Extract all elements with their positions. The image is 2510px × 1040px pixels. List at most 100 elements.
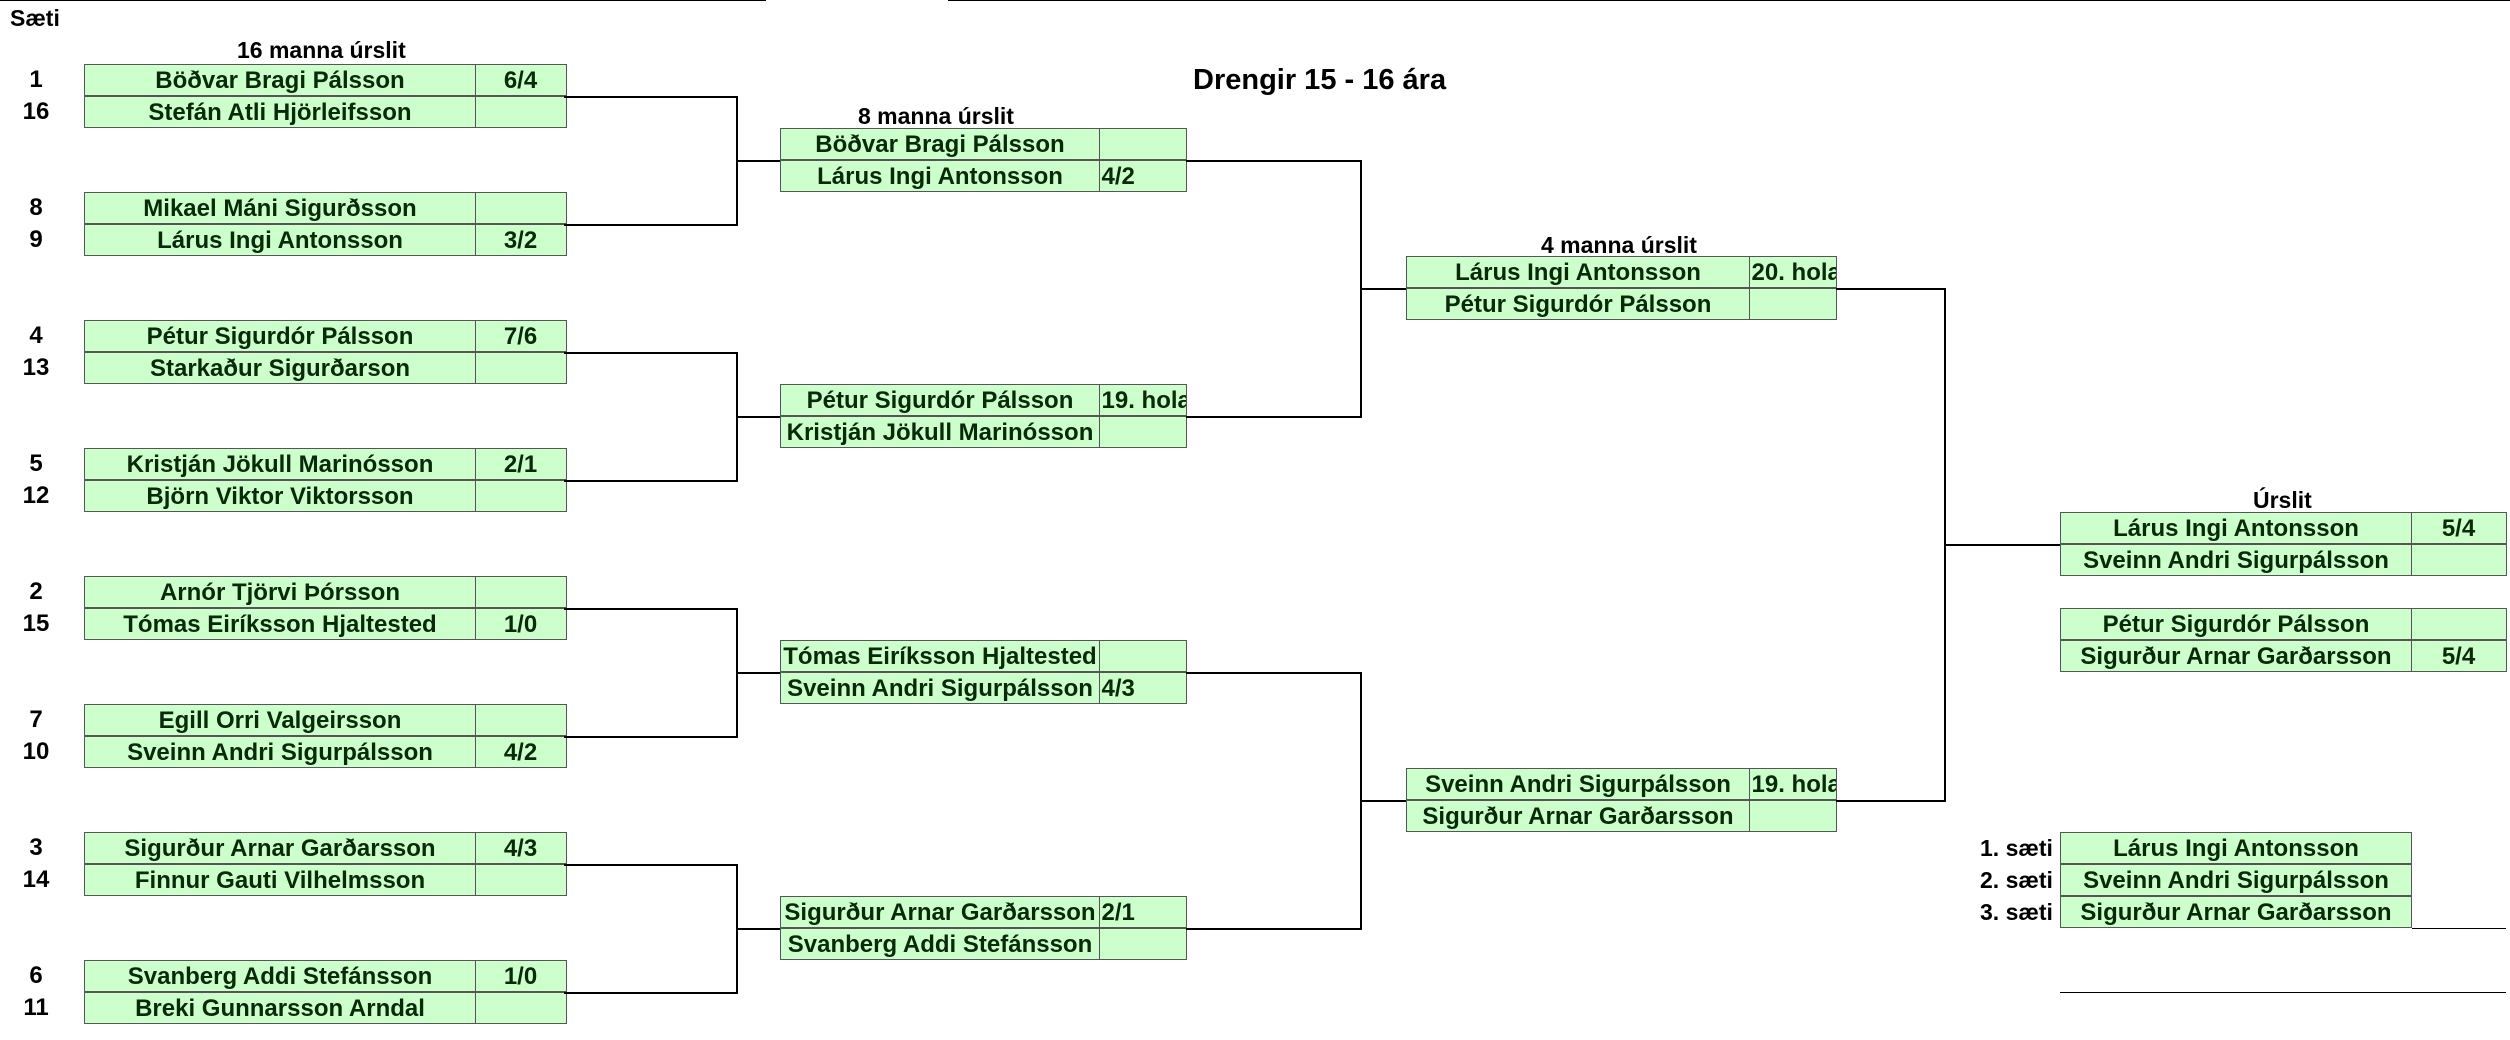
connector: [564, 96, 738, 98]
seed-column-header: Sæti: [10, 5, 60, 31]
seed-number: 13: [22, 354, 50, 381]
r16-player-name: Egill Orri Valgeirsson: [84, 704, 476, 736]
seed-number: 11: [23, 994, 49, 1021]
sheet-border-line: [0, 0, 766, 1]
r4-player-score: [1748, 288, 1837, 320]
connector: [1836, 288, 1946, 290]
connector: [1186, 672, 1362, 674]
connector: [1186, 928, 1362, 930]
r16-player-score: [474, 192, 567, 224]
r16-player-score: 3/2: [474, 224, 567, 256]
r8-player-name: Lárus Ingi Antonsson: [780, 160, 1100, 192]
r8-player-score: [1098, 640, 1187, 672]
underline: [2412, 928, 2506, 929]
seed-number: 10: [22, 738, 50, 765]
standing-place-label: 1. sæti: [1980, 835, 2053, 861]
connector: [1944, 544, 2060, 546]
r16-player-score: [474, 576, 567, 608]
r8-player-name: Svanberg Addi Stefánsson: [780, 928, 1100, 960]
r16-player-score: 7/6: [474, 320, 567, 352]
seed-number: 9: [29, 226, 43, 253]
connector: [1360, 800, 1406, 802]
underline: [2060, 992, 2506, 993]
r16-player-score: 2/1: [474, 448, 567, 480]
r8-player-name: Sigurður Arnar Garðarsson: [780, 896, 1100, 928]
r16-player-score: [474, 864, 567, 896]
r8-player-name: Sveinn Andri Sigurpálsson: [780, 672, 1100, 704]
third-place-player-name: Pétur Sigurdór Pálsson: [2060, 608, 2412, 640]
connector: [1186, 416, 1362, 418]
r16-player-name: Arnór Tjörvi Þórsson: [84, 576, 476, 608]
connector: [564, 736, 738, 738]
r8-player-name: Tómas Eiríksson Hjaltested: [780, 640, 1100, 672]
connector: [564, 864, 738, 866]
connector: [1186, 160, 1362, 162]
seed-number: 5: [29, 450, 43, 477]
connector: [564, 608, 738, 610]
connector: [736, 672, 780, 674]
r8-player-score: [1098, 128, 1187, 160]
standing-place-label: 3. sæti: [1980, 899, 2053, 925]
r16-player-name: Pétur Sigurdór Pálsson: [84, 320, 476, 352]
standing-place-label: 2. sæti: [1980, 867, 2053, 893]
seed-number: 6: [29, 962, 43, 989]
round-label-r8: 8 manna úrslit: [858, 103, 1014, 129]
page-title: Drengir 15 - 16 ára: [1193, 64, 1447, 96]
seed-number: 3: [29, 834, 43, 861]
connector: [736, 160, 780, 162]
r16-player-score: 1/0: [474, 608, 567, 640]
connector: [564, 352, 738, 354]
r8-player-score: [1098, 928, 1187, 960]
final-player-name: Sveinn Andri Sigurpálsson: [2060, 544, 2412, 576]
r16-player-name: Björn Viktor Viktorsson: [84, 480, 476, 512]
connector: [736, 416, 780, 418]
connector: [1360, 288, 1406, 290]
connector: [564, 480, 738, 482]
r16-player-name: Sigurður Arnar Garðarsson: [84, 832, 476, 864]
connector: [1836, 800, 1946, 802]
r4-player-score: 20. hola: [1748, 256, 1837, 288]
r16-player-name: Sveinn Andri Sigurpálsson: [84, 736, 476, 768]
sheet-border-line: [948, 0, 2510, 1]
r8-player-name: Böðvar Bragi Pálsson: [780, 128, 1100, 160]
r8-player-score: 2/1: [1098, 896, 1187, 928]
r16-player-score: [474, 480, 567, 512]
r16-player-name: Mikael Máni Sigurðsson: [84, 192, 476, 224]
round-label-r4: 4 manna úrslit: [1541, 232, 1697, 258]
third-place-player-name: Sigurður Arnar Garðarsson: [2060, 640, 2412, 672]
round-label-r16: 16 manna úrslit: [237, 37, 406, 63]
r8-player-score: 4/2: [1098, 160, 1187, 192]
r16-player-score: [474, 992, 567, 1024]
seed-number: 8: [29, 194, 43, 221]
connector: [564, 992, 738, 994]
r4-player-name: Sveinn Andri Sigurpálsson: [1406, 768, 1750, 800]
r16-player-score: [474, 704, 567, 736]
r4-player-name: Sigurður Arnar Garðarsson: [1406, 800, 1750, 832]
final-player-score: [2410, 544, 2507, 576]
seed-number: 14: [22, 866, 50, 893]
r16-player-name: Finnur Gauti Vilhelmsson: [84, 864, 476, 896]
final-player-name: Lárus Ingi Antonsson: [2060, 512, 2412, 544]
r16-player-name: Böðvar Bragi Pálsson: [84, 64, 476, 96]
seed-number: 15: [22, 610, 50, 637]
r4-player-score: [1748, 800, 1837, 832]
r16-player-score: 1/0: [474, 960, 567, 992]
final-player-score: 5/4: [2410, 512, 2507, 544]
standing-name: Sveinn Andri Sigurpálsson: [2060, 864, 2412, 896]
connector: [736, 928, 780, 930]
standing-name: Sigurður Arnar Garðarsson: [2060, 896, 2412, 928]
r8-player-name: Pétur Sigurdór Pálsson: [780, 384, 1100, 416]
seed-number: 12: [22, 482, 50, 509]
r16-player-name: Kristján Jökull Marinósson: [84, 448, 476, 480]
r16-player-score: [474, 352, 567, 384]
r16-player-score: 6/4: [474, 64, 567, 96]
seed-number: 4: [29, 322, 43, 349]
seed-number: 16: [22, 98, 50, 125]
r16-player-name: Svanberg Addi Stefánsson: [84, 960, 476, 992]
third-place-player-score: [2410, 608, 2507, 640]
r8-player-score: 19. hola: [1098, 384, 1187, 416]
r16-player-name: Stefán Atli Hjörleifsson: [84, 96, 476, 128]
r8-player-score: 4/3: [1098, 672, 1187, 704]
standing-name: Lárus Ingi Antonsson: [2060, 832, 2412, 864]
